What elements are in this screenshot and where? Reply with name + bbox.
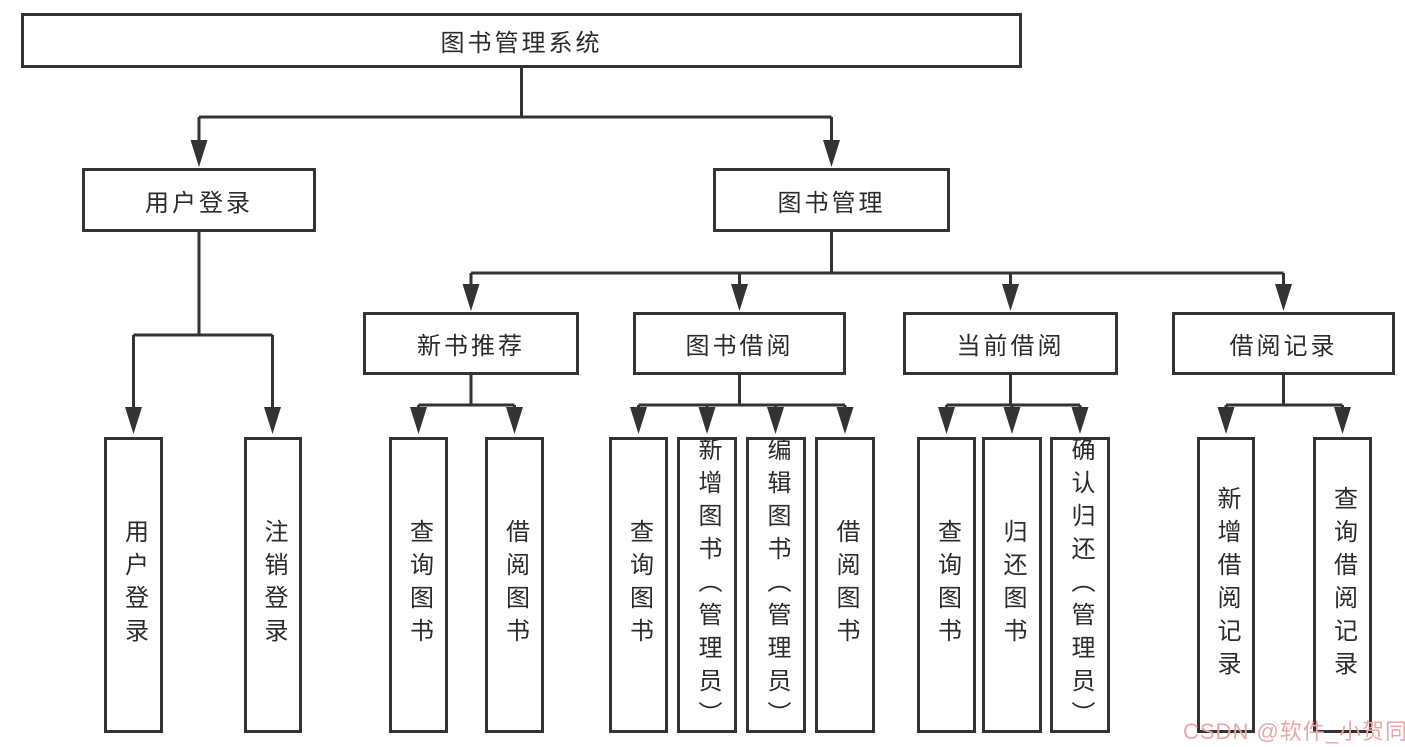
leaf-query-books-borrowing-label: 查询图书 xyxy=(625,519,653,651)
leaf-confirm-return-admin: 确认归还（管理员） xyxy=(1050,436,1110,734)
leaf-query-books-current: 查询图书 xyxy=(917,437,976,733)
leaf-borrow-books-recommend-label: 借阅图书 xyxy=(501,519,529,651)
node-user-login: 用户登录 xyxy=(82,168,316,232)
leaf-query-books-borrowing: 查询图书 xyxy=(609,437,668,733)
arrowheads xyxy=(125,140,1351,434)
node-new-book-recommend: 新书推荐 xyxy=(363,312,579,375)
node-new-book-recommend-label: 新书推荐 xyxy=(417,333,525,360)
leaf-return-books: 归还图书 xyxy=(982,437,1042,733)
node-user-login-label: 用户登录 xyxy=(145,189,253,217)
leaf-logout: 注销登录 xyxy=(244,437,302,733)
csdn-watermark: CSDN @软件_小贺同学 xyxy=(1183,719,1405,744)
leaf-borrow-books-recommend: 借阅图书 xyxy=(485,437,544,733)
leaf-edit-book-admin-label: 编辑图书（管理员） xyxy=(763,436,790,734)
leaf-query-books-current-label: 查询图书 xyxy=(933,519,961,651)
leaf-query-borrow-record-label: 查询借阅记录 xyxy=(1329,486,1357,684)
node-root-label: 图书管理系统 xyxy=(440,30,603,57)
leaf-user-login: 用户登录 xyxy=(104,437,163,733)
leaf-borrow-books-borrowing: 借阅图书 xyxy=(815,437,875,733)
node-book-borrowing-label: 图书借阅 xyxy=(685,333,794,360)
leaf-return-books-label: 归还图书 xyxy=(999,519,1026,651)
leaf-add-book-admin-label: 新增图书（管理员） xyxy=(694,436,721,734)
node-current-borrowing: 当前借阅 xyxy=(903,312,1118,375)
node-borrowing-records-label: 借阅记录 xyxy=(1229,333,1338,360)
leaf-query-books-recommend: 查询图书 xyxy=(389,437,448,733)
node-book-management: 图书管理 xyxy=(713,168,950,232)
node-book-borrowing: 图书借阅 xyxy=(633,312,846,375)
leaf-logout-label: 注销登录 xyxy=(260,519,287,651)
leaf-confirm-return-admin-label: 确认归还（管理员） xyxy=(1067,436,1094,734)
leaf-query-borrow-record: 查询借阅记录 xyxy=(1313,437,1372,733)
leaf-edit-book-admin: 编辑图书（管理员） xyxy=(746,436,806,734)
node-book-management-label: 图书管理 xyxy=(777,189,886,217)
node-current-borrowing-label: 当前借阅 xyxy=(956,333,1065,360)
leaf-user-login-label: 用户登录 xyxy=(120,519,148,651)
leaf-add-book-admin: 新增图书（管理员） xyxy=(677,436,737,734)
leaf-borrow-books-borrowing-label: 借阅图书 xyxy=(832,519,859,651)
leaf-add-borrow-record-label: 新增借阅记录 xyxy=(1213,486,1240,684)
leaf-query-books-recommend-label: 查询图书 xyxy=(405,519,433,651)
leaf-add-borrow-record: 新增借阅记录 xyxy=(1197,437,1255,733)
node-root: 图书管理系统 xyxy=(21,13,1022,68)
node-borrowing-records: 借阅记录 xyxy=(1172,312,1395,375)
